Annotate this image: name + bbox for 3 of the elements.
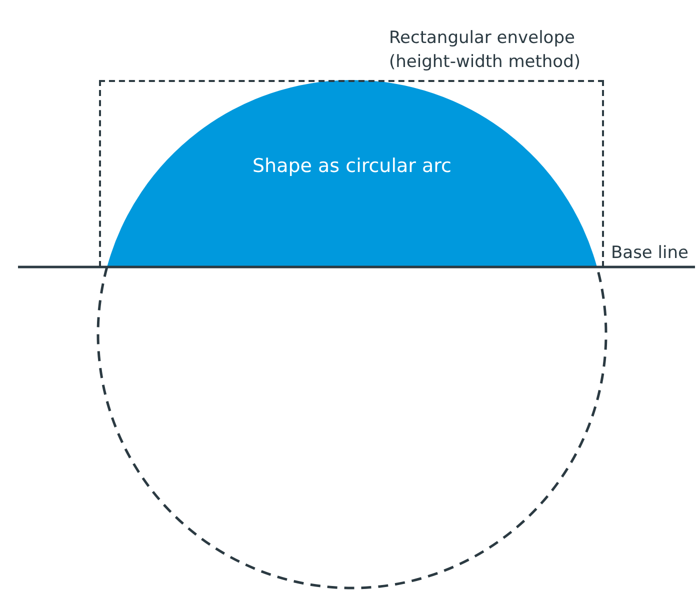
shape-label: Shape as circular arc — [252, 155, 452, 177]
envelope-label: Rectangular envelope (height-width method) — [389, 27, 582, 74]
base-line-label: Base line — [611, 243, 688, 263]
